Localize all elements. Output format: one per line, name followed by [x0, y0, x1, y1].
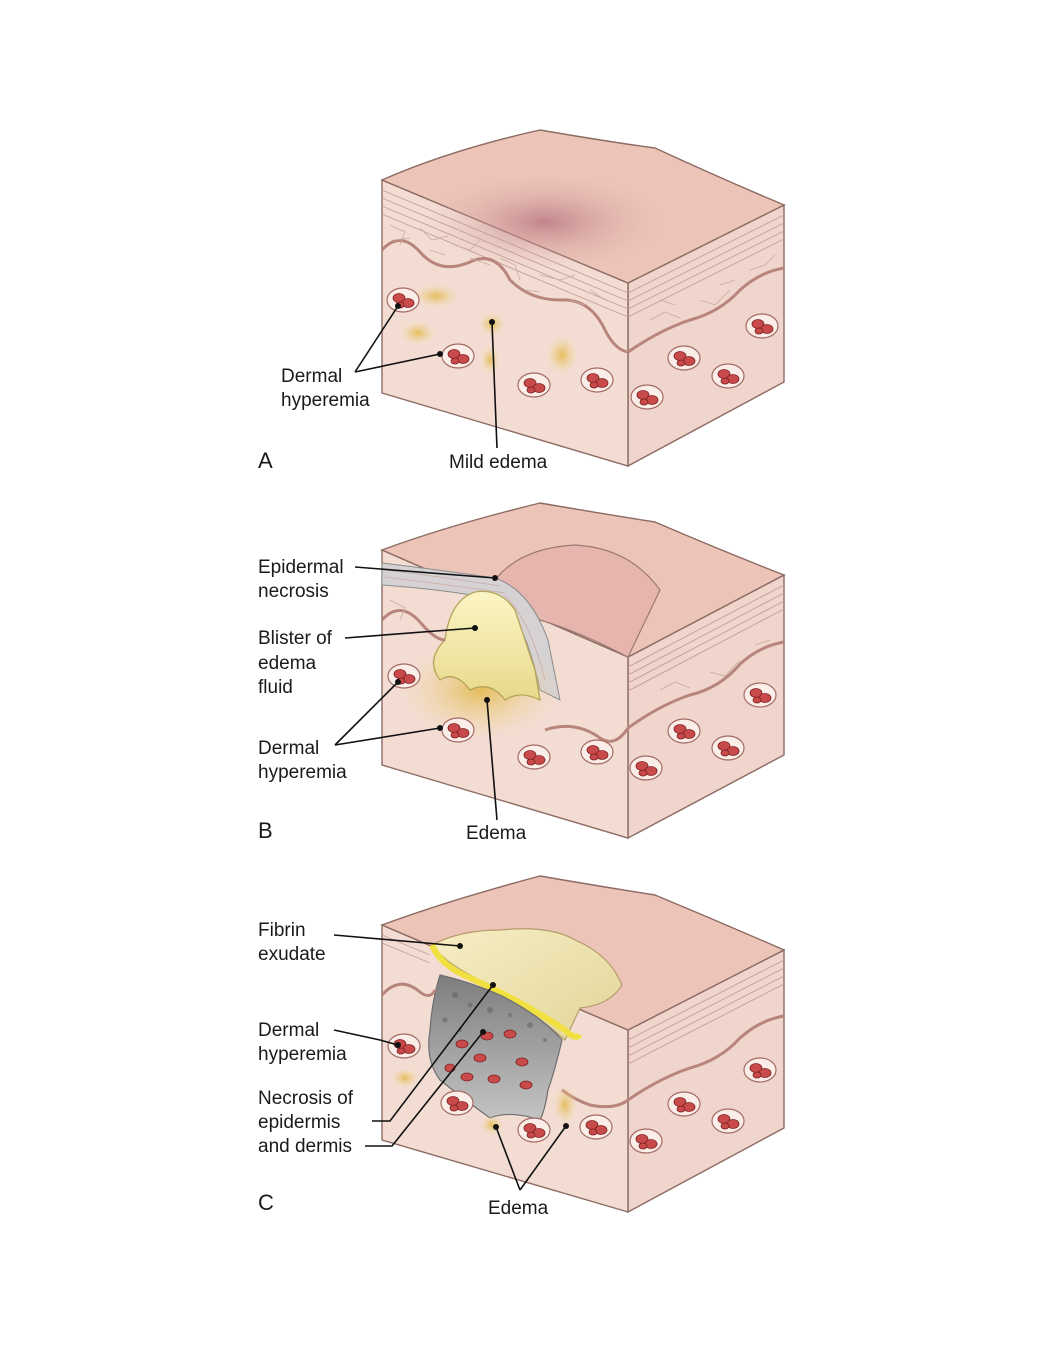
reticular-pattern — [389, 224, 776, 321]
panel-letter-a: A — [258, 448, 273, 473]
label-dermal-hyperemia-line2: hyperemia — [258, 1044, 347, 1065]
necrosis-texture — [442, 992, 547, 1042]
red-cells-in-necrosis — [444, 1029, 533, 1090]
panel-b: Epidermal necrosis Blister of edema flui… — [258, 502, 786, 844]
blister-fluid — [433, 590, 541, 702]
leader-lines — [333, 934, 569, 1191]
label-epidermal-necrosis-line2: necrosis — [258, 581, 329, 602]
label-epidermal-necrosis-line1: Epidermal — [258, 557, 344, 578]
panel-letter-b: B — [258, 818, 273, 843]
label-edema: Edema — [466, 823, 527, 844]
label-dermal-hyperemia-line1: Dermal — [281, 366, 342, 387]
label-dermal-hyperemia-line2: hyperemia — [258, 762, 347, 783]
panel-letter-c: C — [258, 1190, 274, 1215]
panel-c: Fibrin exudate Dermal hyperemia Necrosis… — [258, 875, 786, 1219]
label-blister-line1: Blister of — [258, 628, 333, 649]
label-necrosis-line2: epidermis — [258, 1112, 340, 1133]
epidermis-strata — [381, 934, 785, 1065]
dermal-boundary — [380, 239, 785, 354]
label-blister-line2: edema — [258, 653, 317, 674]
label-dermal-hyperemia-line2: hyperemia — [281, 390, 370, 411]
label-edema: Edema — [488, 1198, 549, 1219]
label-dermal-hyperemia-line1: Dermal — [258, 1020, 319, 1041]
panel-a: Dermal hyperemia Mild edema A — [258, 129, 786, 473]
redness-area — [425, 174, 665, 270]
reticular-pattern — [389, 599, 771, 691]
label-mild-edema: Mild edema — [449, 452, 548, 473]
label-dermal-hyperemia-line1: Dermal — [258, 738, 319, 759]
edema-patches — [391, 1068, 577, 1135]
label-fibrin-exudate-line1: Fibrin — [258, 920, 306, 941]
label-necrosis-line3: and dermis — [258, 1136, 352, 1157]
leader-lines — [354, 303, 498, 449]
epidermis-strata — [627, 584, 785, 692]
epidermis-strata — [381, 189, 785, 318]
label-fibrin-exudate-line2: exudate — [258, 944, 326, 965]
label-necrosis-line1: Necrosis of — [258, 1088, 354, 1109]
label-blister-line3: fluid — [258, 677, 293, 698]
fibrin-rim — [429, 943, 583, 1040]
dermal-boundary — [380, 609, 785, 743]
blister-dome — [494, 544, 661, 658]
leader-lines — [334, 566, 498, 821]
